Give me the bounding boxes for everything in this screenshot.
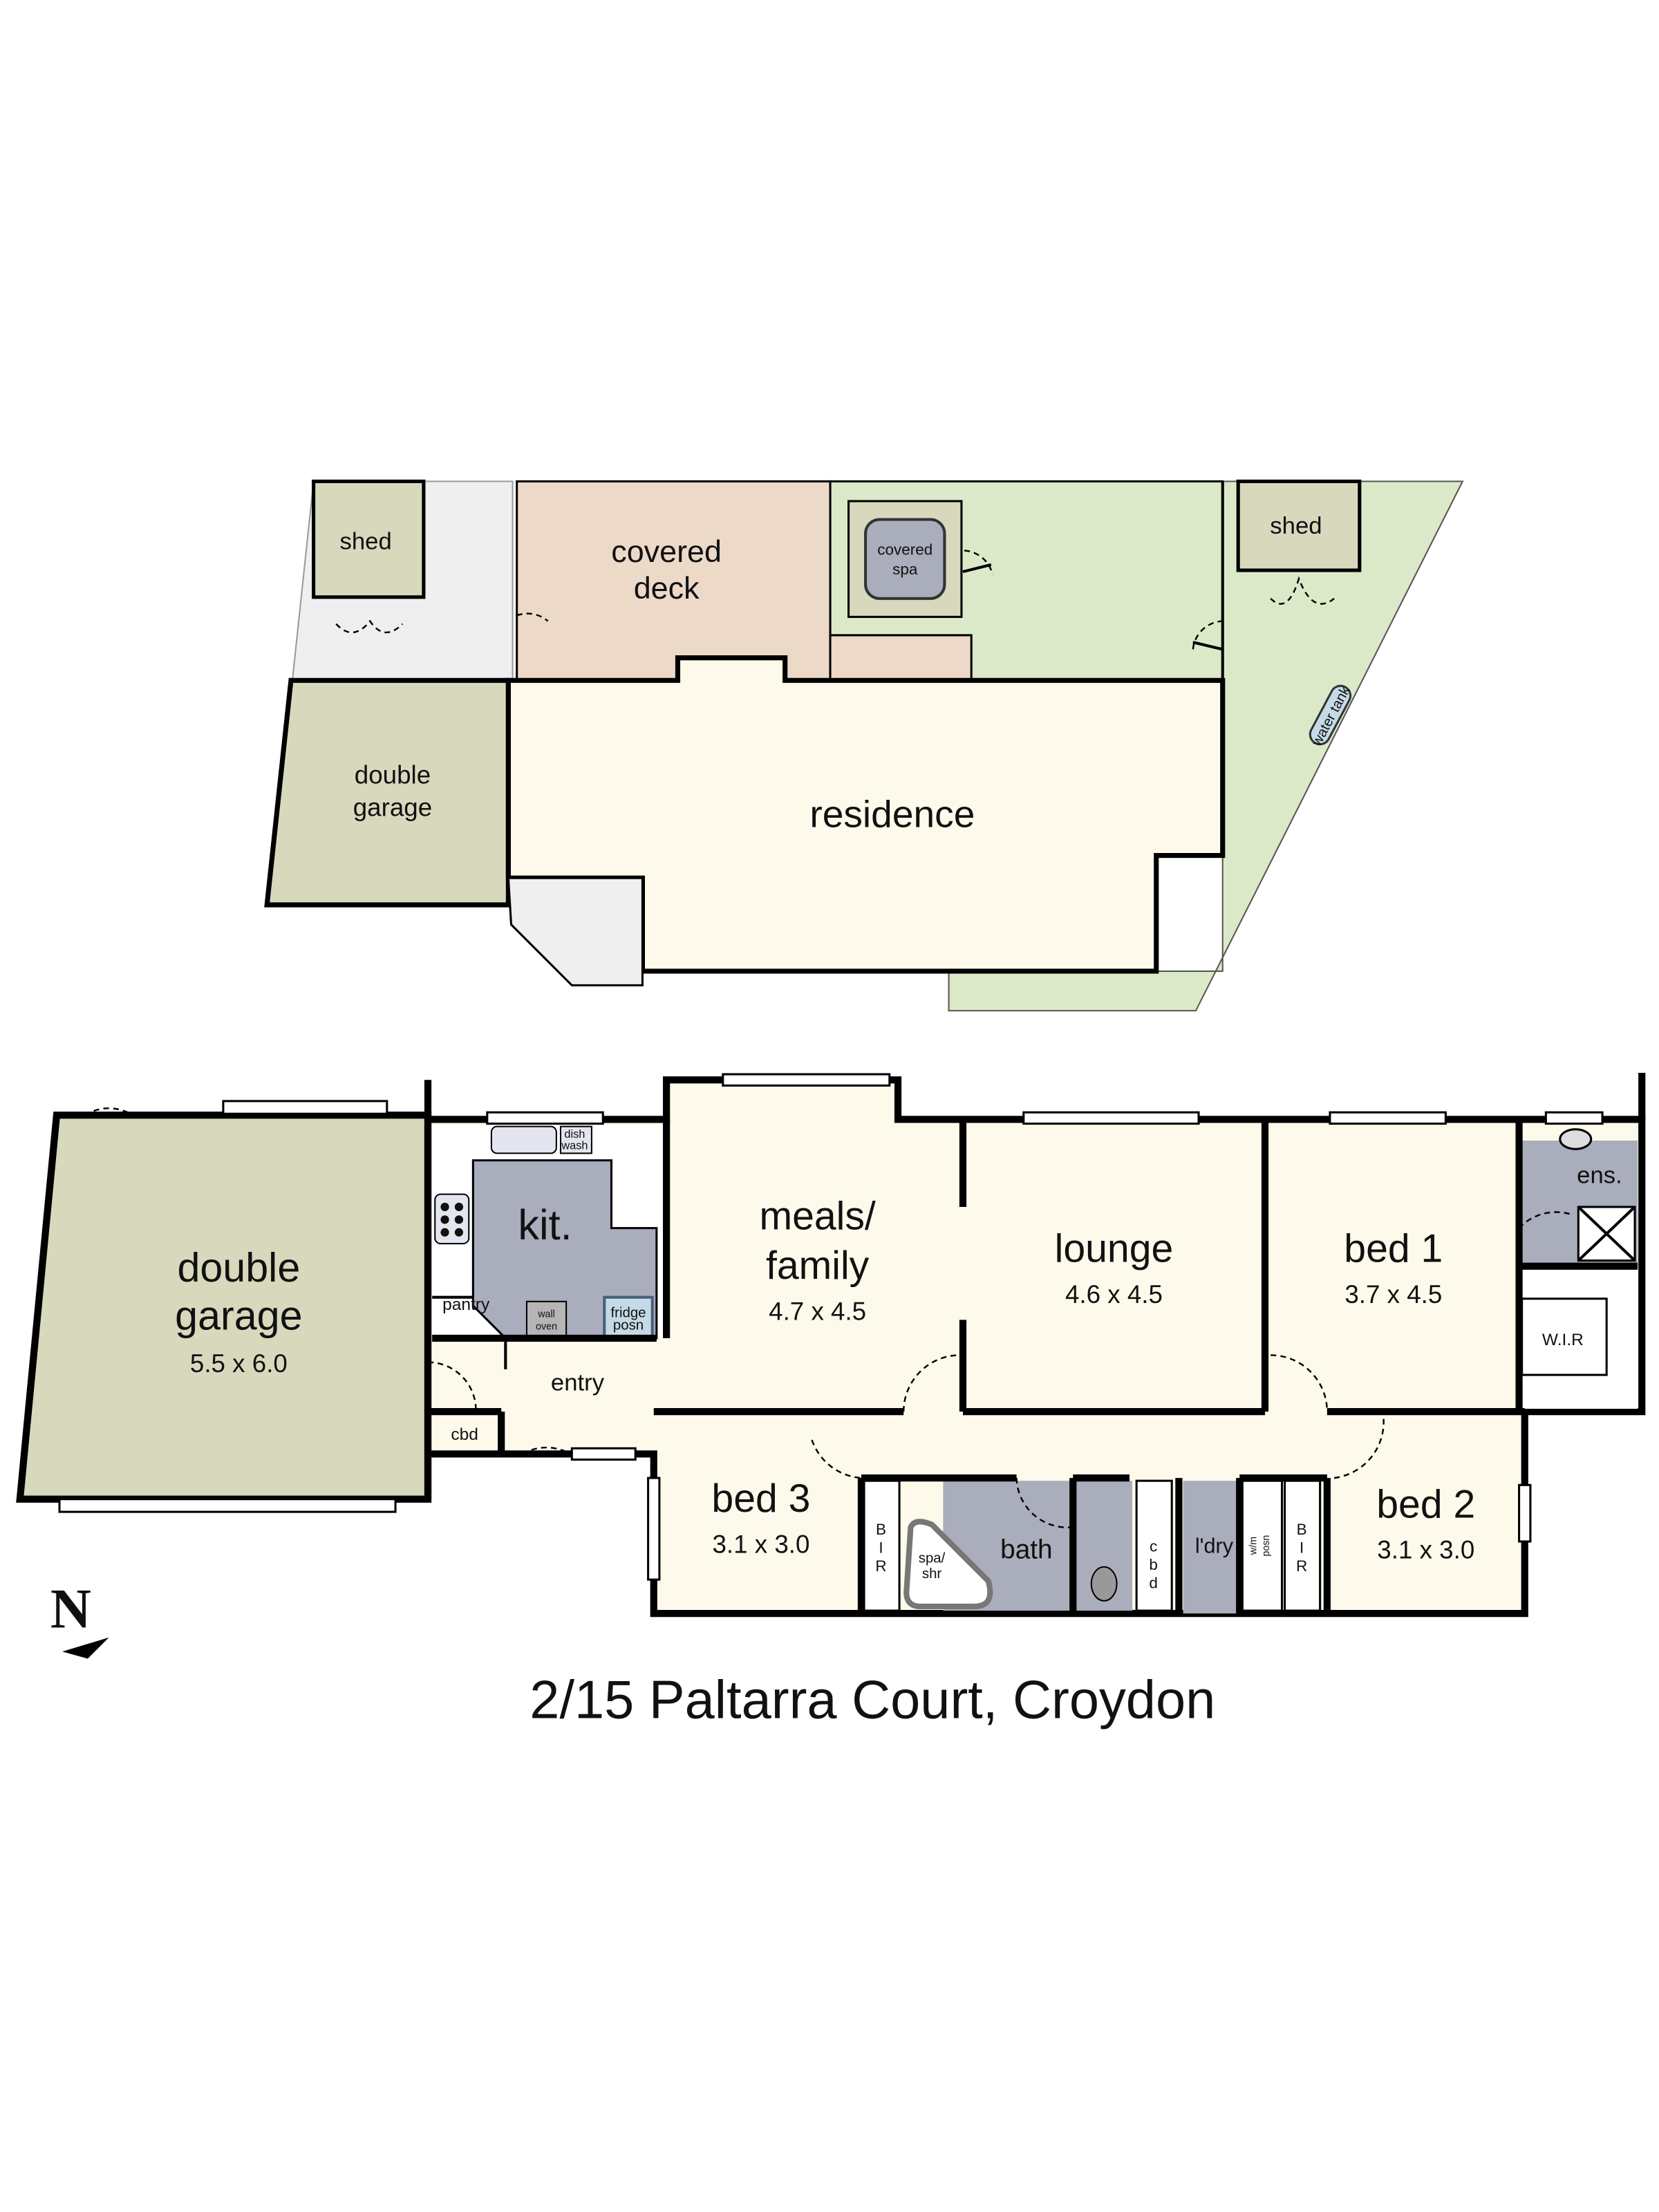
site-garage-label: double [355, 760, 431, 789]
bir-left-label: I [879, 1539, 883, 1556]
shed-right-label: shed [1270, 513, 1322, 539]
bir-left-label: R [875, 1557, 886, 1575]
address-title: 2/15 Paltarra Court, Croydon [529, 1670, 1215, 1730]
bir-right-label: B [1297, 1521, 1307, 1538]
bed3-size: 3.1 x 3.0 [712, 1530, 809, 1558]
garage-label: garage [175, 1293, 302, 1339]
bed1-size: 3.7 x 4.5 [1344, 1280, 1442, 1309]
site-garage-label: garage [353, 793, 432, 821]
north-arrow-icon [62, 1637, 109, 1659]
site-garage-area [264, 677, 511, 908]
laundry-floor [1183, 1481, 1240, 1614]
house-area [424, 1076, 1646, 1618]
site-plan: shed shed covered deck covered spa doubl… [264, 479, 1464, 1012]
north-label: N [50, 1577, 91, 1640]
bir-right-label: R [1296, 1557, 1307, 1575]
bed1-label: bed 1 [1344, 1227, 1443, 1271]
dishwasher-icon [559, 1125, 592, 1154]
wall-oven-icon [525, 1300, 568, 1339]
covered-deck-label: covered [611, 534, 722, 569]
basin-icon [1559, 1128, 1593, 1150]
fridge-label: fridge [610, 1305, 646, 1320]
entry-label: entry [551, 1369, 605, 1396]
water-tank-icon [1309, 684, 1352, 746]
garden-area [948, 480, 1464, 1012]
cbd-vertical-label: d [1149, 1574, 1158, 1591]
spa-shower-label: spa/ [919, 1551, 946, 1566]
toilet-icon [1090, 1566, 1118, 1602]
garage-size: 5.5 x 6.0 [190, 1349, 288, 1378]
shed-right-area [1236, 479, 1362, 572]
deck-step [829, 634, 973, 682]
fridge-label: posn [613, 1318, 644, 1333]
bir-right-label: I [1300, 1539, 1304, 1556]
meals-size: 4.7 x 4.5 [769, 1297, 866, 1325]
dishwasher-label: wash [561, 1139, 588, 1152]
bed3-label: bed 3 [711, 1477, 810, 1521]
sink-icon [490, 1125, 557, 1154]
spa-shower-label: shr [922, 1566, 942, 1582]
wall-oven-label: oven [536, 1322, 557, 1333]
wir-label: W.I.R [1542, 1331, 1584, 1349]
north-arrow: N [50, 1577, 109, 1659]
ensuite-label: ens. [1577, 1162, 1622, 1188]
cbd-vertical-label: c [1150, 1537, 1157, 1555]
cbd-label: cbd [451, 1425, 478, 1444]
shed-left-area [312, 479, 426, 599]
kitchen-floor [471, 1159, 658, 1340]
pantry-label: pantry [442, 1295, 490, 1314]
wm-label: posn [1261, 1535, 1272, 1557]
spa-bath-icon [903, 1519, 993, 1610]
bath-label: bath [1000, 1535, 1053, 1564]
covered-spa-label: covered [877, 541, 932, 559]
cooktop-icon [434, 1193, 470, 1245]
lounge-size: 4.6 x 4.5 [1065, 1280, 1163, 1309]
shed-left-label: shed [340, 528, 392, 554]
porch-area [507, 877, 644, 986]
spa-tub [864, 518, 946, 600]
cbd-vertical-label: b [1149, 1556, 1158, 1573]
dishwasher-label: dish [564, 1128, 585, 1141]
meals-label: family [766, 1244, 870, 1288]
wm-label: w/m [1248, 1537, 1259, 1555]
kitchen-label: kit. [518, 1201, 572, 1248]
fridge-icon [603, 1295, 654, 1338]
bed2-size: 3.1 x 3.0 [1377, 1535, 1474, 1564]
covered-deck-label: deck [634, 570, 700, 606]
floor-plan: double garage 5.5 x 6.0 kit. dish wash p… [16, 1073, 1646, 1618]
bir-left-label: B [876, 1521, 886, 1538]
residence-label: residence [809, 793, 975, 836]
covered-spa-label: spa [892, 561, 918, 578]
bed2-label: bed 2 [1376, 1482, 1475, 1526]
laundry-label: l'dry [1195, 1534, 1234, 1557]
garage-label: double [177, 1244, 300, 1291]
wall-oven-label: wall [537, 1309, 555, 1320]
meals-label: meals/ [759, 1194, 875, 1239]
lounge-label: lounge [1055, 1227, 1174, 1271]
